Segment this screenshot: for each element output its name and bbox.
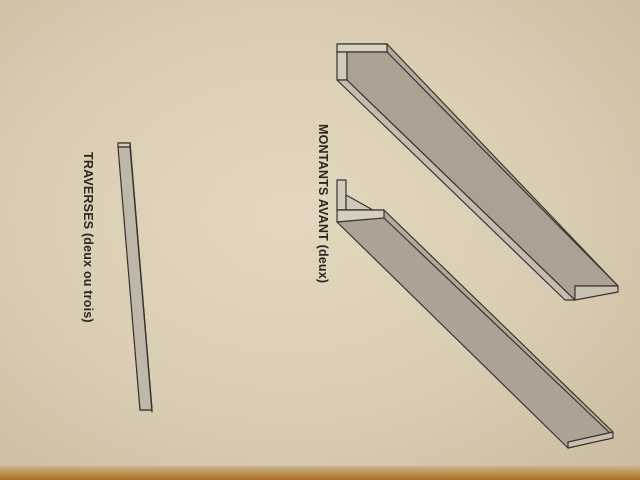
montant-upper <box>336 43 619 301</box>
montant-lower <box>336 179 614 449</box>
traverses-label: TRAVERSES (deux ou trois) <box>81 152 95 323</box>
traverse-bar <box>117 142 153 413</box>
montants-label: MONTANTS AVANT (deux) <box>316 124 330 284</box>
table-edge <box>0 466 640 480</box>
